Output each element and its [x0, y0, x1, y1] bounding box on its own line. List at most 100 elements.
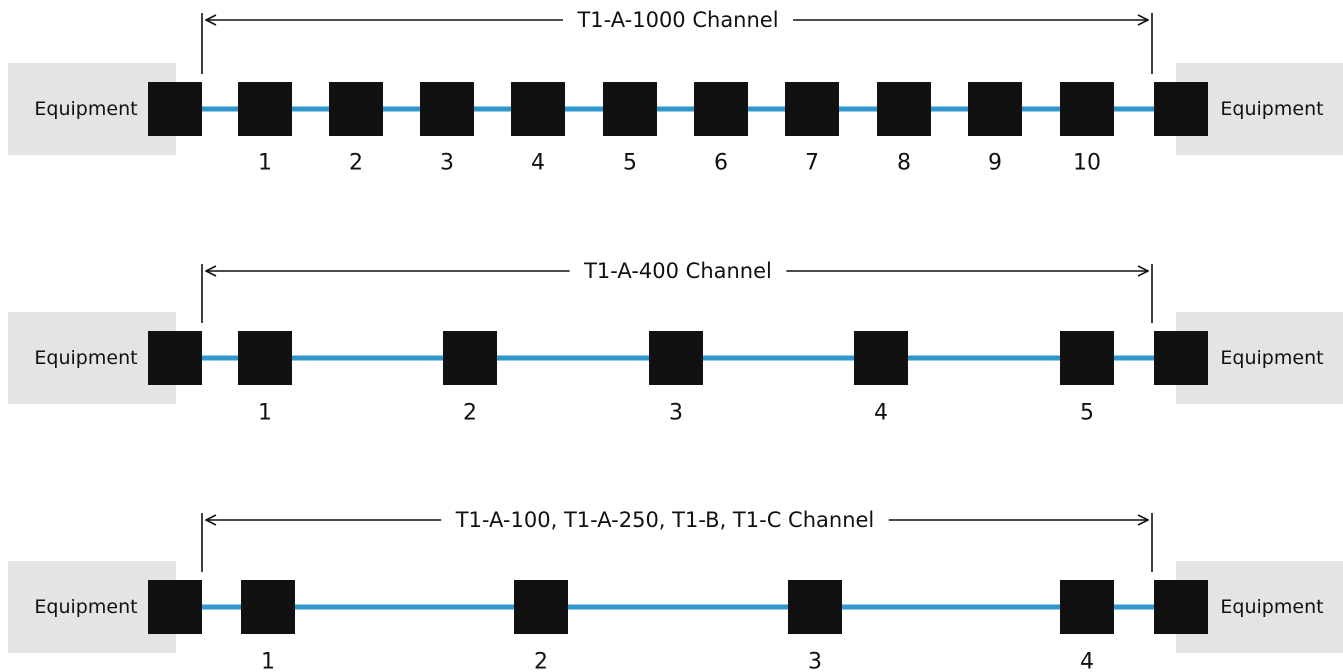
connector-letter: C — [438, 95, 456, 125]
connector-10: C — [1060, 82, 1114, 136]
connector-box — [603, 82, 657, 136]
connector-1: C — [238, 82, 292, 136]
connector-end-right: C — [1154, 580, 1208, 634]
connector-4: C — [1060, 580, 1114, 634]
connector-box — [1060, 82, 1114, 136]
connector-4: C — [854, 331, 908, 385]
connector-5: C — [1060, 331, 1114, 385]
channel-title: T1-A-400 Channel — [583, 259, 772, 283]
connector-2: C — [329, 82, 383, 136]
connector-9: C — [968, 82, 1022, 136]
connector-8: C — [877, 82, 931, 136]
connector-box — [1060, 580, 1114, 634]
connector-box — [785, 82, 839, 136]
connection-number: 7 — [805, 151, 819, 176]
equipment-label-left: Equipment — [34, 98, 137, 120]
connection-number: 2 — [534, 650, 548, 672]
connector-letter: C — [259, 593, 277, 623]
connector-box — [854, 331, 908, 385]
connector-letter: C — [461, 344, 479, 374]
connector-letter: C — [895, 95, 913, 125]
connector-7: C — [785, 82, 839, 136]
connector-box — [1154, 82, 1208, 136]
connector-2: C — [443, 331, 497, 385]
connector-box — [1154, 580, 1208, 634]
connector-letter: C — [256, 95, 274, 125]
connection-number: 1 — [261, 650, 275, 672]
connector-4: C — [511, 82, 565, 136]
connector-6: C — [694, 82, 748, 136]
connector-letter: C — [529, 95, 547, 125]
connector-letter: C — [667, 344, 685, 374]
connector-letter: C — [347, 95, 365, 125]
channel-title: T1-A-1000 Channel — [576, 8, 778, 32]
connection-number: 4 — [874, 401, 888, 426]
connector-letter: C — [803, 95, 821, 125]
connector-box — [329, 82, 383, 136]
connector-box — [148, 580, 202, 634]
connection-number: 10 — [1073, 151, 1101, 176]
connector-letter: C — [166, 593, 184, 623]
connector-box — [238, 331, 292, 385]
connector-box — [968, 82, 1022, 136]
connection-number: 3 — [440, 151, 454, 176]
connector-box — [238, 82, 292, 136]
connector-letter: C — [1172, 344, 1190, 374]
connection-number: 6 — [714, 151, 728, 176]
connection-number: 5 — [623, 151, 637, 176]
connector-letter: C — [1172, 95, 1190, 125]
connector-end-left: C — [148, 82, 202, 136]
connection-number: 3 — [808, 650, 822, 672]
connection-number: 5 — [1080, 401, 1094, 426]
connector-letter: C — [532, 593, 550, 623]
connector-letter: C — [621, 95, 639, 125]
connector-3: C — [649, 331, 703, 385]
connector-letter: C — [166, 95, 184, 125]
connector-3: C — [788, 580, 842, 634]
connector-1: C — [238, 331, 292, 385]
connector-box — [420, 82, 474, 136]
connection-number: 4 — [1080, 650, 1094, 672]
connection-number: 8 — [897, 151, 911, 176]
equipment-label-right: Equipment — [1220, 347, 1323, 369]
connector-box — [514, 580, 568, 634]
connector-1: C — [241, 580, 295, 634]
connector-letter: C — [1172, 593, 1190, 623]
channel-title: T1-A-100, T1-A-250, T1-B, T1-C Channel — [455, 508, 875, 532]
connection-number: 2 — [463, 401, 477, 426]
connector-end-left: C — [148, 331, 202, 385]
connector-box — [788, 580, 842, 634]
connection-number: 3 — [669, 401, 683, 426]
connector-letter: C — [1078, 593, 1096, 623]
connector-letter: C — [1078, 95, 1096, 125]
connector-box — [148, 331, 202, 385]
connection-number: 4 — [531, 151, 545, 176]
connector-box — [649, 331, 703, 385]
connection-number: 2 — [349, 151, 363, 176]
connection-number: 1 — [258, 401, 272, 426]
connector-letter: C — [986, 95, 1004, 125]
channel-row-3: Equipment Equipment T1-A-100, T1-A-250, T1… — [8, 508, 1343, 672]
connector-letter: C — [1078, 344, 1096, 374]
equipment-label-left: Equipment — [34, 596, 137, 618]
connector-3: C — [420, 82, 474, 136]
connector-2: C — [514, 580, 568, 634]
connector-box — [1154, 331, 1208, 385]
connector-letter: C — [256, 344, 274, 374]
connector-box — [148, 82, 202, 136]
connector-box — [877, 82, 931, 136]
connector-end-left: C — [148, 580, 202, 634]
connector-box — [511, 82, 565, 136]
connection-number: 9 — [988, 151, 1002, 176]
connector-letter: C — [872, 344, 890, 374]
connector-box — [1060, 331, 1114, 385]
equipment-label-right: Equipment — [1220, 596, 1323, 618]
connector-box — [443, 331, 497, 385]
connector-end-right: C — [1154, 331, 1208, 385]
connector-box — [241, 580, 295, 634]
connector-end-right: C — [1154, 82, 1208, 136]
equipment-label-right: Equipment — [1220, 98, 1323, 120]
